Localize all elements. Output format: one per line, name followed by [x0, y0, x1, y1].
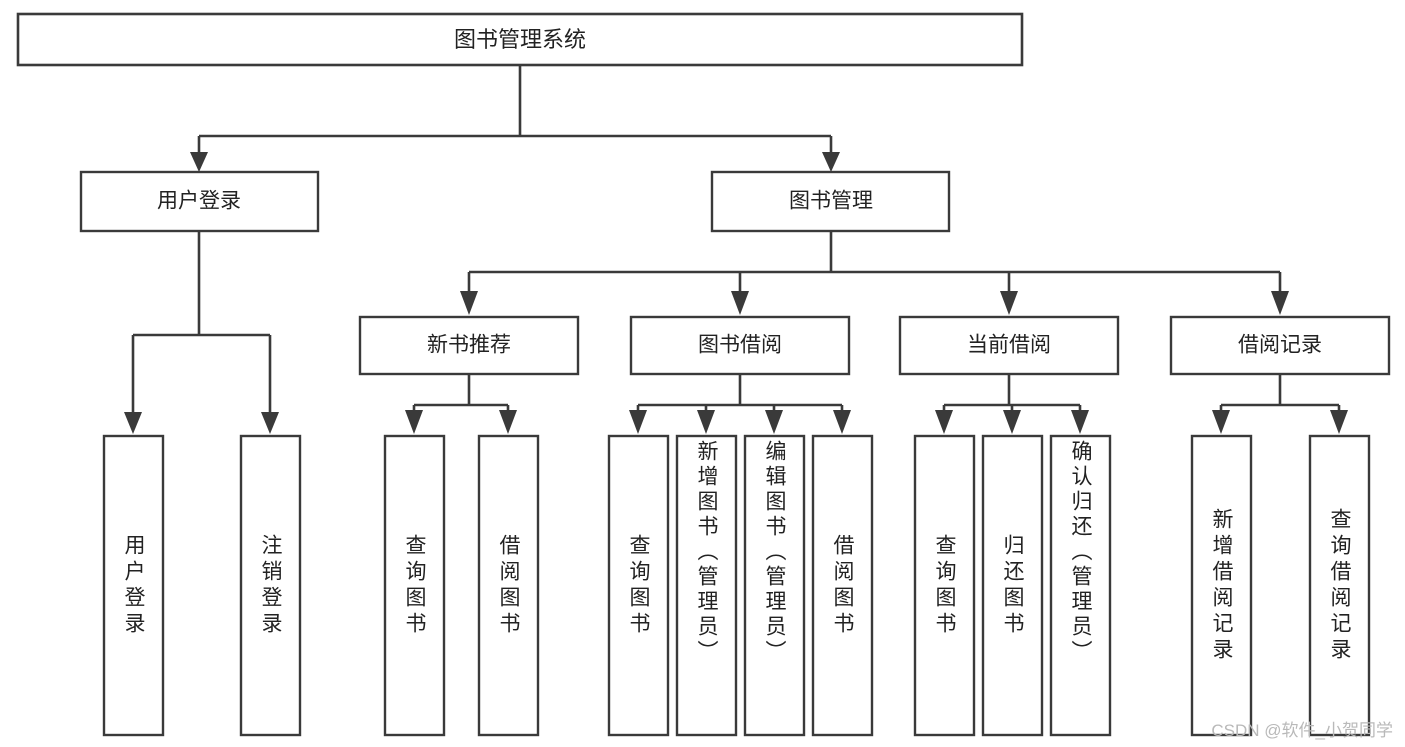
arrow-head-bb-leaf-2: [697, 410, 715, 434]
node-book-manage[interactable]: 图书管理: [710, 170, 951, 233]
node-root-box[interactable]: [16, 12, 1024, 67]
node-current-borrow-box[interactable]: [898, 315, 1120, 376]
arrow-head-leaf-user-login: [124, 412, 142, 434]
arrow-head-leaf-logout: [261, 412, 279, 434]
arrow-head-current-borrow: [1000, 291, 1018, 315]
leaf-box-cb-confirm-return[interactable]: [1049, 434, 1112, 737]
node-user-login[interactable]: 用户登录: [79, 170, 320, 233]
node-new-book-recommend-label: 新书推荐: [427, 334, 511, 357]
arrow-head-br-leaf-1: [1212, 410, 1230, 434]
node-book-borrow-box[interactable]: [629, 315, 851, 376]
leaf-box-cb-query-book[interactable]: [913, 434, 976, 737]
node-current-borrow[interactable]: 当前借阅: [898, 315, 1120, 376]
node-user-login-label: 用户登录: [157, 190, 241, 213]
leaf-box-user-login[interactable]: [102, 434, 165, 737]
node-root-label: 图书管理系统: [454, 27, 586, 52]
node-new-book-recommend[interactable]: 新书推荐: [358, 315, 580, 376]
leaf-box-cb-return-book[interactable]: [981, 434, 1044, 737]
arrow-head-new-book: [460, 291, 478, 315]
arrow-head-nb-leaf-1: [405, 410, 423, 434]
leaf-box-bb-add-book[interactable]: [675, 434, 738, 737]
leaf-box-bb-edit-book[interactable]: [743, 434, 806, 737]
node-book-manage-label: 图书管理: [789, 190, 873, 213]
arrow-head-borrow-record: [1271, 291, 1289, 315]
node-root[interactable]: 图书管理系统: [16, 12, 1024, 67]
leaf-box-bb-query-book[interactable]: [607, 434, 670, 737]
arrow-head-cb-leaf-3: [1071, 410, 1089, 434]
arrow-head-br-leaf-2: [1330, 410, 1348, 434]
node-borrow-record-label: 借阅记录: [1238, 334, 1322, 357]
leaf-box-br-add-record[interactable]: [1190, 434, 1253, 737]
arrow-head-user-login: [190, 152, 208, 172]
node-book-borrow[interactable]: 图书借阅: [629, 315, 851, 376]
arrow-head-nb-leaf-2: [499, 410, 517, 434]
leaf-box-nb-borrow-book[interactable]: [477, 434, 540, 737]
node-new-book-recommend-box[interactable]: [358, 315, 580, 376]
node-current-borrow-label: 当前借阅: [967, 334, 1051, 357]
node-borrow-record[interactable]: 借阅记录: [1169, 315, 1391, 376]
node-book-manage-box[interactable]: [710, 170, 951, 233]
leaf-box-logout[interactable]: [239, 434, 302, 737]
arrow-head-bb-leaf-1: [629, 410, 647, 434]
arrow-head-bb-leaf-3: [765, 410, 783, 434]
leaf-box-layer: [102, 434, 1371, 737]
arrow-head-cb-leaf-1: [935, 410, 953, 434]
arrow-head-bb-leaf-4: [833, 410, 851, 434]
leaf-box-br-query-record[interactable]: [1308, 434, 1371, 737]
arrow-head-cb-leaf-2: [1003, 410, 1021, 434]
node-borrow-record-box[interactable]: [1169, 315, 1391, 376]
leaf-box-bb-borrow-book[interactable]: [811, 434, 874, 737]
node-book-borrow-label: 图书借阅: [698, 334, 782, 357]
connector-layer: [124, 65, 1348, 434]
node-user-login-box[interactable]: [79, 170, 320, 233]
leaf-box-nb-query-book[interactable]: [383, 434, 446, 737]
arrow-head-book-borrow: [731, 291, 749, 315]
arrow-head-book-manage: [822, 152, 840, 172]
